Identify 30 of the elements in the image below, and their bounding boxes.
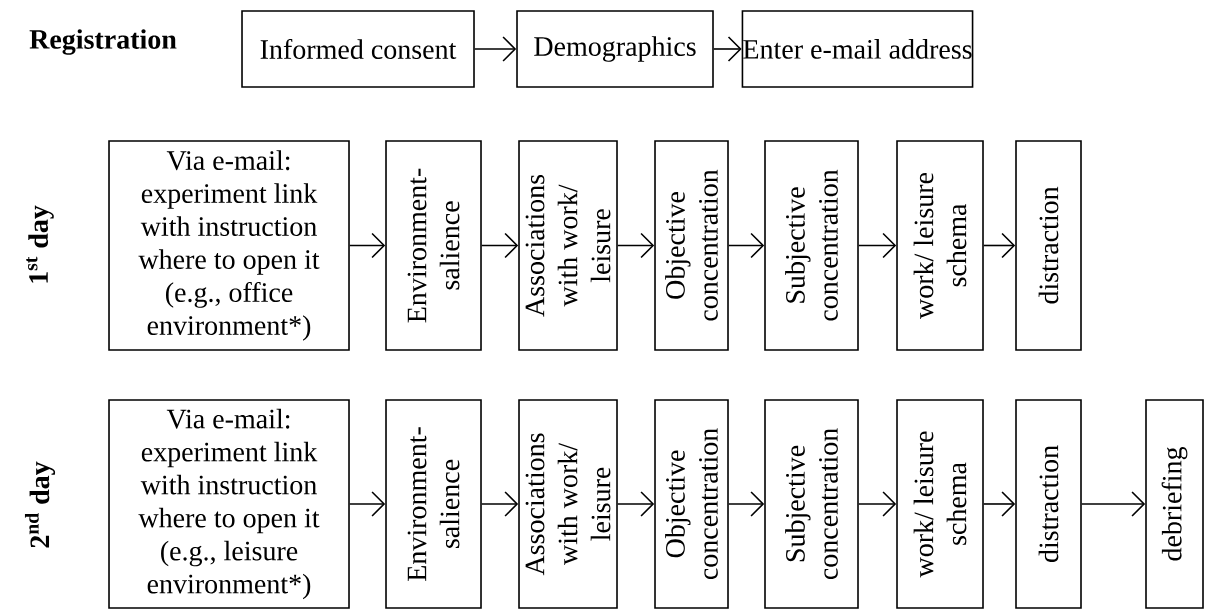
step-box: work/ leisure schema <box>896 399 984 609</box>
arrow <box>983 232 1016 259</box>
arrow <box>713 36 742 62</box>
instruction-box: Via e-mail: experiment link with instruction where to open it (e.g., leisure environment*) <box>108 399 350 609</box>
step-box: Associations with work/ leisure <box>518 140 618 351</box>
step-box: Associations with work/ leisure <box>518 399 618 609</box>
step-box: Enter e-mail address <box>741 10 974 88</box>
instruction-box: Via e-mail: experiment link with instruction where to open it (e.g., office environment*) <box>108 140 350 351</box>
step-box: distraction <box>1015 399 1082 609</box>
arrow <box>481 232 519 259</box>
step-box: distraction <box>1015 140 1082 351</box>
step-box: Objective concentration <box>654 140 729 351</box>
step-box: Subjective concentration <box>764 140 859 351</box>
arrow <box>349 232 386 259</box>
arrow <box>1081 491 1146 517</box>
row-label: Registration <box>29 29 177 55</box>
step-box: Demographics <box>516 10 714 88</box>
arrow <box>728 232 765 259</box>
step-box: debriefing <box>1145 399 1204 609</box>
step-box: Subjective concentration <box>764 399 859 609</box>
arrow <box>858 232 897 259</box>
step-box: Informed consent <box>241 10 475 88</box>
step-box: Environment- salience <box>385 399 482 609</box>
step-box: work/ leisure schema <box>896 140 984 351</box>
step-box: Environment- salience <box>385 140 482 351</box>
arrow <box>474 36 517 62</box>
row-label: 2$^{nd}$ day <box>24 461 56 548</box>
step-box: Objective concentration <box>654 399 729 609</box>
arrow <box>617 232 655 259</box>
row-label: 1$^{st}$ day <box>26 205 54 283</box>
